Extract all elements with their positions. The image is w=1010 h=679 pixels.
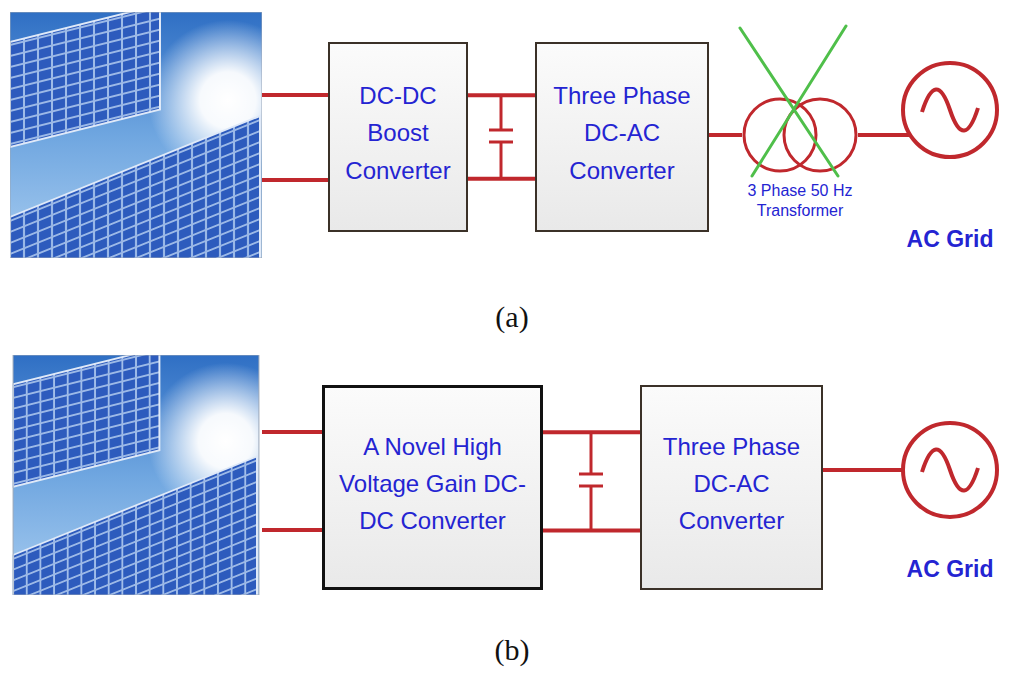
box-label: A Novel High Voltage Gain DC-DC Converte… <box>335 428 530 540</box>
box-label: Three Phase DC-AC Converter <box>547 77 697 189</box>
box-label: Three Phase DC-AC Converter <box>652 428 811 540</box>
power-wire <box>823 470 903 471</box>
grid-circle <box>900 420 1000 520</box>
sub-figure-caption: (b) <box>495 633 530 667</box>
transformer-symbol: 3 Phase 50 Hz Transformer <box>738 97 862 221</box>
symbol-label: 3 Phase 50 Hz Transformer <box>738 181 862 221</box>
converter-box: DC-DC Boost Converter <box>328 42 468 232</box>
solar-panel-image <box>13 348 304 679</box>
solar-panel-image <box>10 5 308 367</box>
sub-figure-caption: (a) <box>495 300 528 334</box>
transformer-coils <box>742 97 858 173</box>
power-wire <box>858 135 910 136</box>
capacitor-symbol <box>579 432 603 530</box>
converter-box: A Novel High Voltage Gain DC-DC Converte… <box>322 385 543 590</box>
ac-grid-source: AC Grid <box>895 60 1005 253</box>
converter-box: Three Phase DC-AC Converter <box>640 385 823 590</box>
power-wire <box>543 432 640 530</box>
capacitor-symbol <box>489 95 513 180</box>
grid-circle <box>900 60 1000 160</box>
symbol-label: AC Grid <box>895 556 1005 583</box>
box-label: DC-DC Boost Converter <box>340 77 456 189</box>
power-wire <box>709 135 742 136</box>
pv-wires <box>262 95 329 530</box>
converter-box: Three Phase DC-AC Converter <box>535 42 709 232</box>
power-wire <box>468 95 535 179</box>
ac-grid-source: AC Grid <box>895 420 1005 583</box>
symbol-label: AC Grid <box>895 226 1005 253</box>
